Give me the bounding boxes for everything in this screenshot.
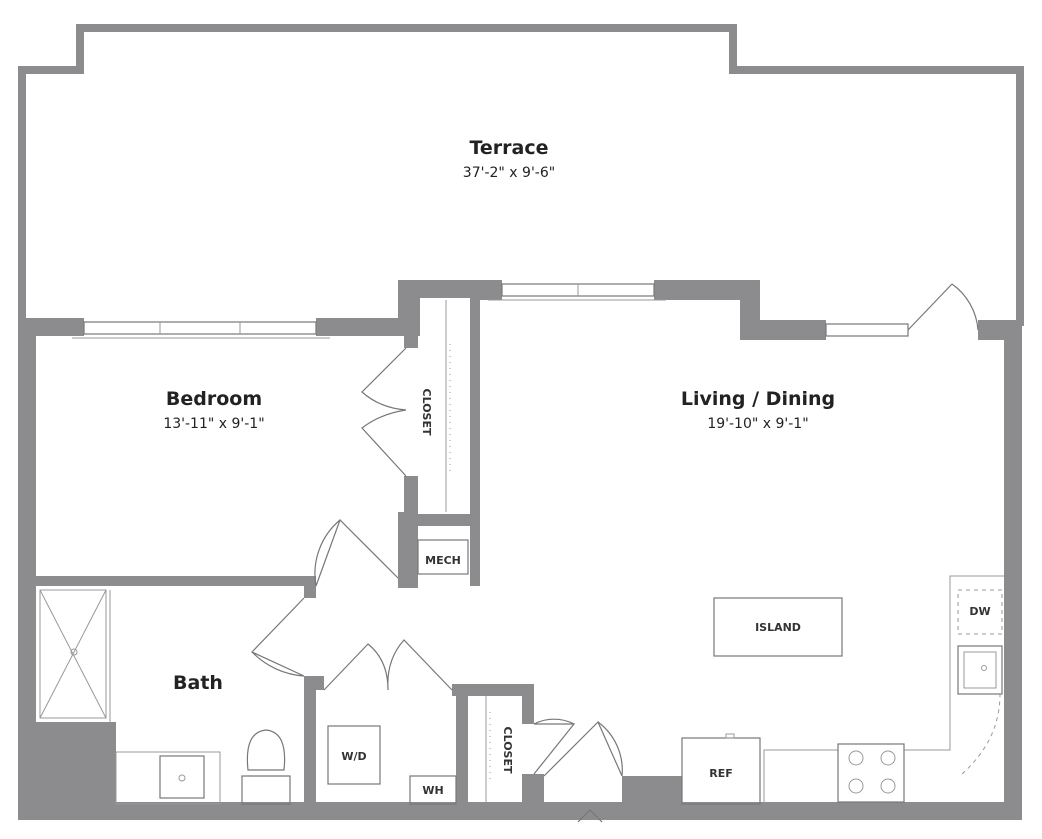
dishwasher: [957, 589, 1003, 635]
laundry-right-wall-vert: [456, 684, 468, 808]
burner-icon: [880, 778, 896, 794]
entry-door: [543, 720, 623, 777]
bath-vanity: [115, 751, 221, 805]
bedroom-closet-label: CLOSET: [420, 389, 433, 436]
water-heater: [409, 775, 457, 805]
kitchen-sink-icon: [957, 645, 1003, 695]
mech-wall-top: [404, 514, 480, 526]
bedroom-top-wall: [18, 318, 84, 336]
kitchen-counter: [763, 575, 1004, 804]
mech-wall-left: [398, 512, 418, 588]
refrigerator-label: REF: [709, 767, 733, 780]
entry-closet-right-wall-low: [522, 774, 544, 810]
burner-icon: [848, 778, 864, 794]
bath-title: Bath: [173, 672, 223, 694]
laundry-right-wall: [452, 684, 532, 696]
living-title: Living / Dining: [681, 388, 835, 410]
entry-closet-right-wall: [522, 684, 534, 724]
exterior-wall-bottom: [18, 802, 1008, 820]
bath-right-wall: [304, 676, 316, 808]
terrace-dimensions: 37'-2" x 9'-6": [463, 165, 555, 181]
counter-corner: [961, 693, 1001, 775]
entry-arrow-icon: [577, 809, 603, 823]
doors: [250, 283, 979, 823]
exterior-wall-left: [18, 318, 36, 818]
bedroom-title: Bedroom: [166, 388, 262, 410]
closet-left-wall: [404, 336, 418, 348]
terrace-title: Terrace: [469, 137, 548, 159]
bedroom-door: [314, 518, 399, 587]
shower-block: [36, 722, 116, 808]
bath-sink-icon: [159, 755, 205, 799]
exterior-wall-right: [1004, 322, 1022, 820]
entry-right-wall: [622, 776, 682, 808]
mech-label: MECH: [425, 554, 461, 567]
living-window-right: [825, 323, 909, 337]
range: [837, 743, 905, 803]
labels: Terrace 37'-2" x 9'-6" Bedroom 13'-11" x…: [163, 137, 990, 797]
closet-top-wall: [398, 280, 502, 586]
living-top-wall: [654, 280, 826, 340]
dishwasher-label: DW: [969, 605, 990, 618]
bath-door: [250, 597, 305, 677]
toilet-icon: [241, 729, 291, 805]
entry-closet-label: CLOSET: [501, 727, 514, 774]
terrace-door: [907, 283, 979, 331]
windows: [72, 283, 909, 339]
laundry-door: [323, 639, 453, 691]
bath-wall-stub: [304, 576, 316, 598]
burner-icon: [880, 750, 896, 766]
walls: [18, 24, 1024, 820]
shower-drain-icon: [70, 648, 78, 656]
living-top-wall-right: [978, 320, 1022, 340]
washer-dryer: [327, 725, 381, 785]
kitchen-island: [713, 597, 843, 657]
island-label: ISLAND: [755, 621, 801, 634]
refrigerator: [681, 737, 761, 805]
bedroom-window: [83, 321, 317, 335]
washer-dryer-label: W/D: [341, 750, 366, 763]
bedroom-closet-door: [361, 347, 407, 477]
shower: [39, 589, 107, 719]
entry-closet-door: [533, 718, 576, 775]
bedroom-bath-wall: [36, 576, 316, 586]
water-heater-label: WH: [422, 784, 443, 797]
burner-icon: [848, 750, 864, 766]
mech-unit: [417, 539, 469, 575]
bedroom-dimensions: 13'-11" x 9'-1": [163, 416, 264, 432]
living-dimensions: 19'-10" x 9'-1": [707, 416, 808, 432]
bedroom-top-wall-2: [316, 318, 400, 336]
laundry-top-stub: [304, 676, 324, 690]
fixtures: [39, 300, 1004, 805]
